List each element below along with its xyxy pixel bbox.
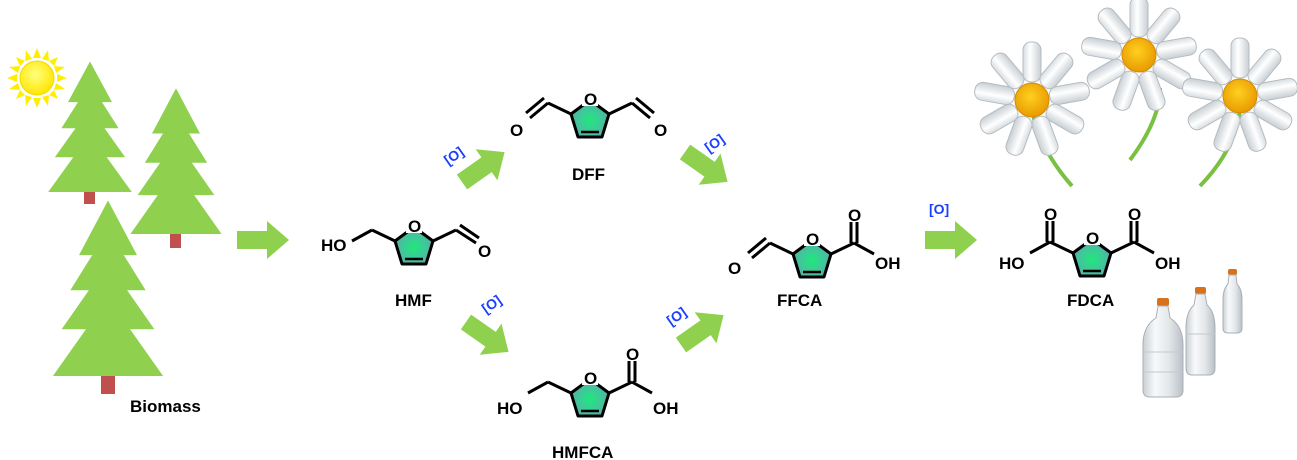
hmfca-molecule: O HO O OH xyxy=(497,345,679,418)
flower-icon xyxy=(1180,37,1297,188)
hydroxyl-group: HO xyxy=(321,236,347,255)
biomass-label: Biomass xyxy=(130,397,201,416)
carbonyl-oxygen: O xyxy=(1128,205,1141,224)
tree-icon xyxy=(130,88,222,248)
tree-icon xyxy=(52,200,164,394)
ffca-label: FFCA xyxy=(777,291,822,310)
dff-molecule: O O O xyxy=(510,88,667,140)
oxidant-label: [O] xyxy=(479,292,505,317)
ring-oxygen: O xyxy=(1086,229,1099,248)
acid-hydroxyl: OH xyxy=(875,254,901,273)
aldehyde-oxygen: O xyxy=(654,121,667,140)
ring-oxygen: O xyxy=(584,90,597,109)
dff-label: DFF xyxy=(572,165,605,184)
bottle-icon xyxy=(1142,298,1184,398)
fdca-molecule: O O HO O OH xyxy=(999,205,1181,278)
oxidant-label: [O] xyxy=(664,304,690,329)
ring-oxygen: O xyxy=(584,369,597,388)
acid-hydroxyl: OH xyxy=(653,399,679,418)
fdca-label: FDCA xyxy=(1067,291,1114,310)
aldehyde-oxygen: O xyxy=(728,259,741,278)
bottle-icon xyxy=(1222,269,1243,334)
aldehyde-oxygen: O xyxy=(510,121,523,140)
sun-icon xyxy=(7,48,67,108)
ffca-molecule: O O O OH xyxy=(728,206,901,279)
flower-icon xyxy=(972,41,1092,188)
oxidant-label: [O] xyxy=(929,201,949,217)
tree-icon xyxy=(48,61,132,204)
flower-icon xyxy=(1079,0,1199,162)
ring-oxygen: O xyxy=(408,217,421,236)
acid-hydroxyl: HO xyxy=(999,254,1025,273)
arrow-icon xyxy=(451,136,516,198)
carbonyl-oxygen: O xyxy=(1044,205,1057,224)
hmfca-label: HMFCA xyxy=(552,443,613,460)
aldehyde-oxygen: O xyxy=(478,242,491,261)
oxidant-label: [O] xyxy=(441,143,467,168)
hmf-molecule: O HO O xyxy=(321,215,491,266)
oxidant-label: [O] xyxy=(702,131,728,156)
hydroxyl-group: HO xyxy=(497,399,523,418)
hmf-label: HMF xyxy=(395,291,432,310)
arrow-icon xyxy=(925,221,977,259)
ring-oxygen: O xyxy=(806,230,819,249)
acid-hydroxyl: OH xyxy=(1155,254,1181,273)
carbonyl-oxygen: O xyxy=(626,345,639,364)
bottle-icon xyxy=(1185,287,1216,376)
carbonyl-oxygen: O xyxy=(848,206,861,225)
arrow-icon xyxy=(237,221,289,259)
